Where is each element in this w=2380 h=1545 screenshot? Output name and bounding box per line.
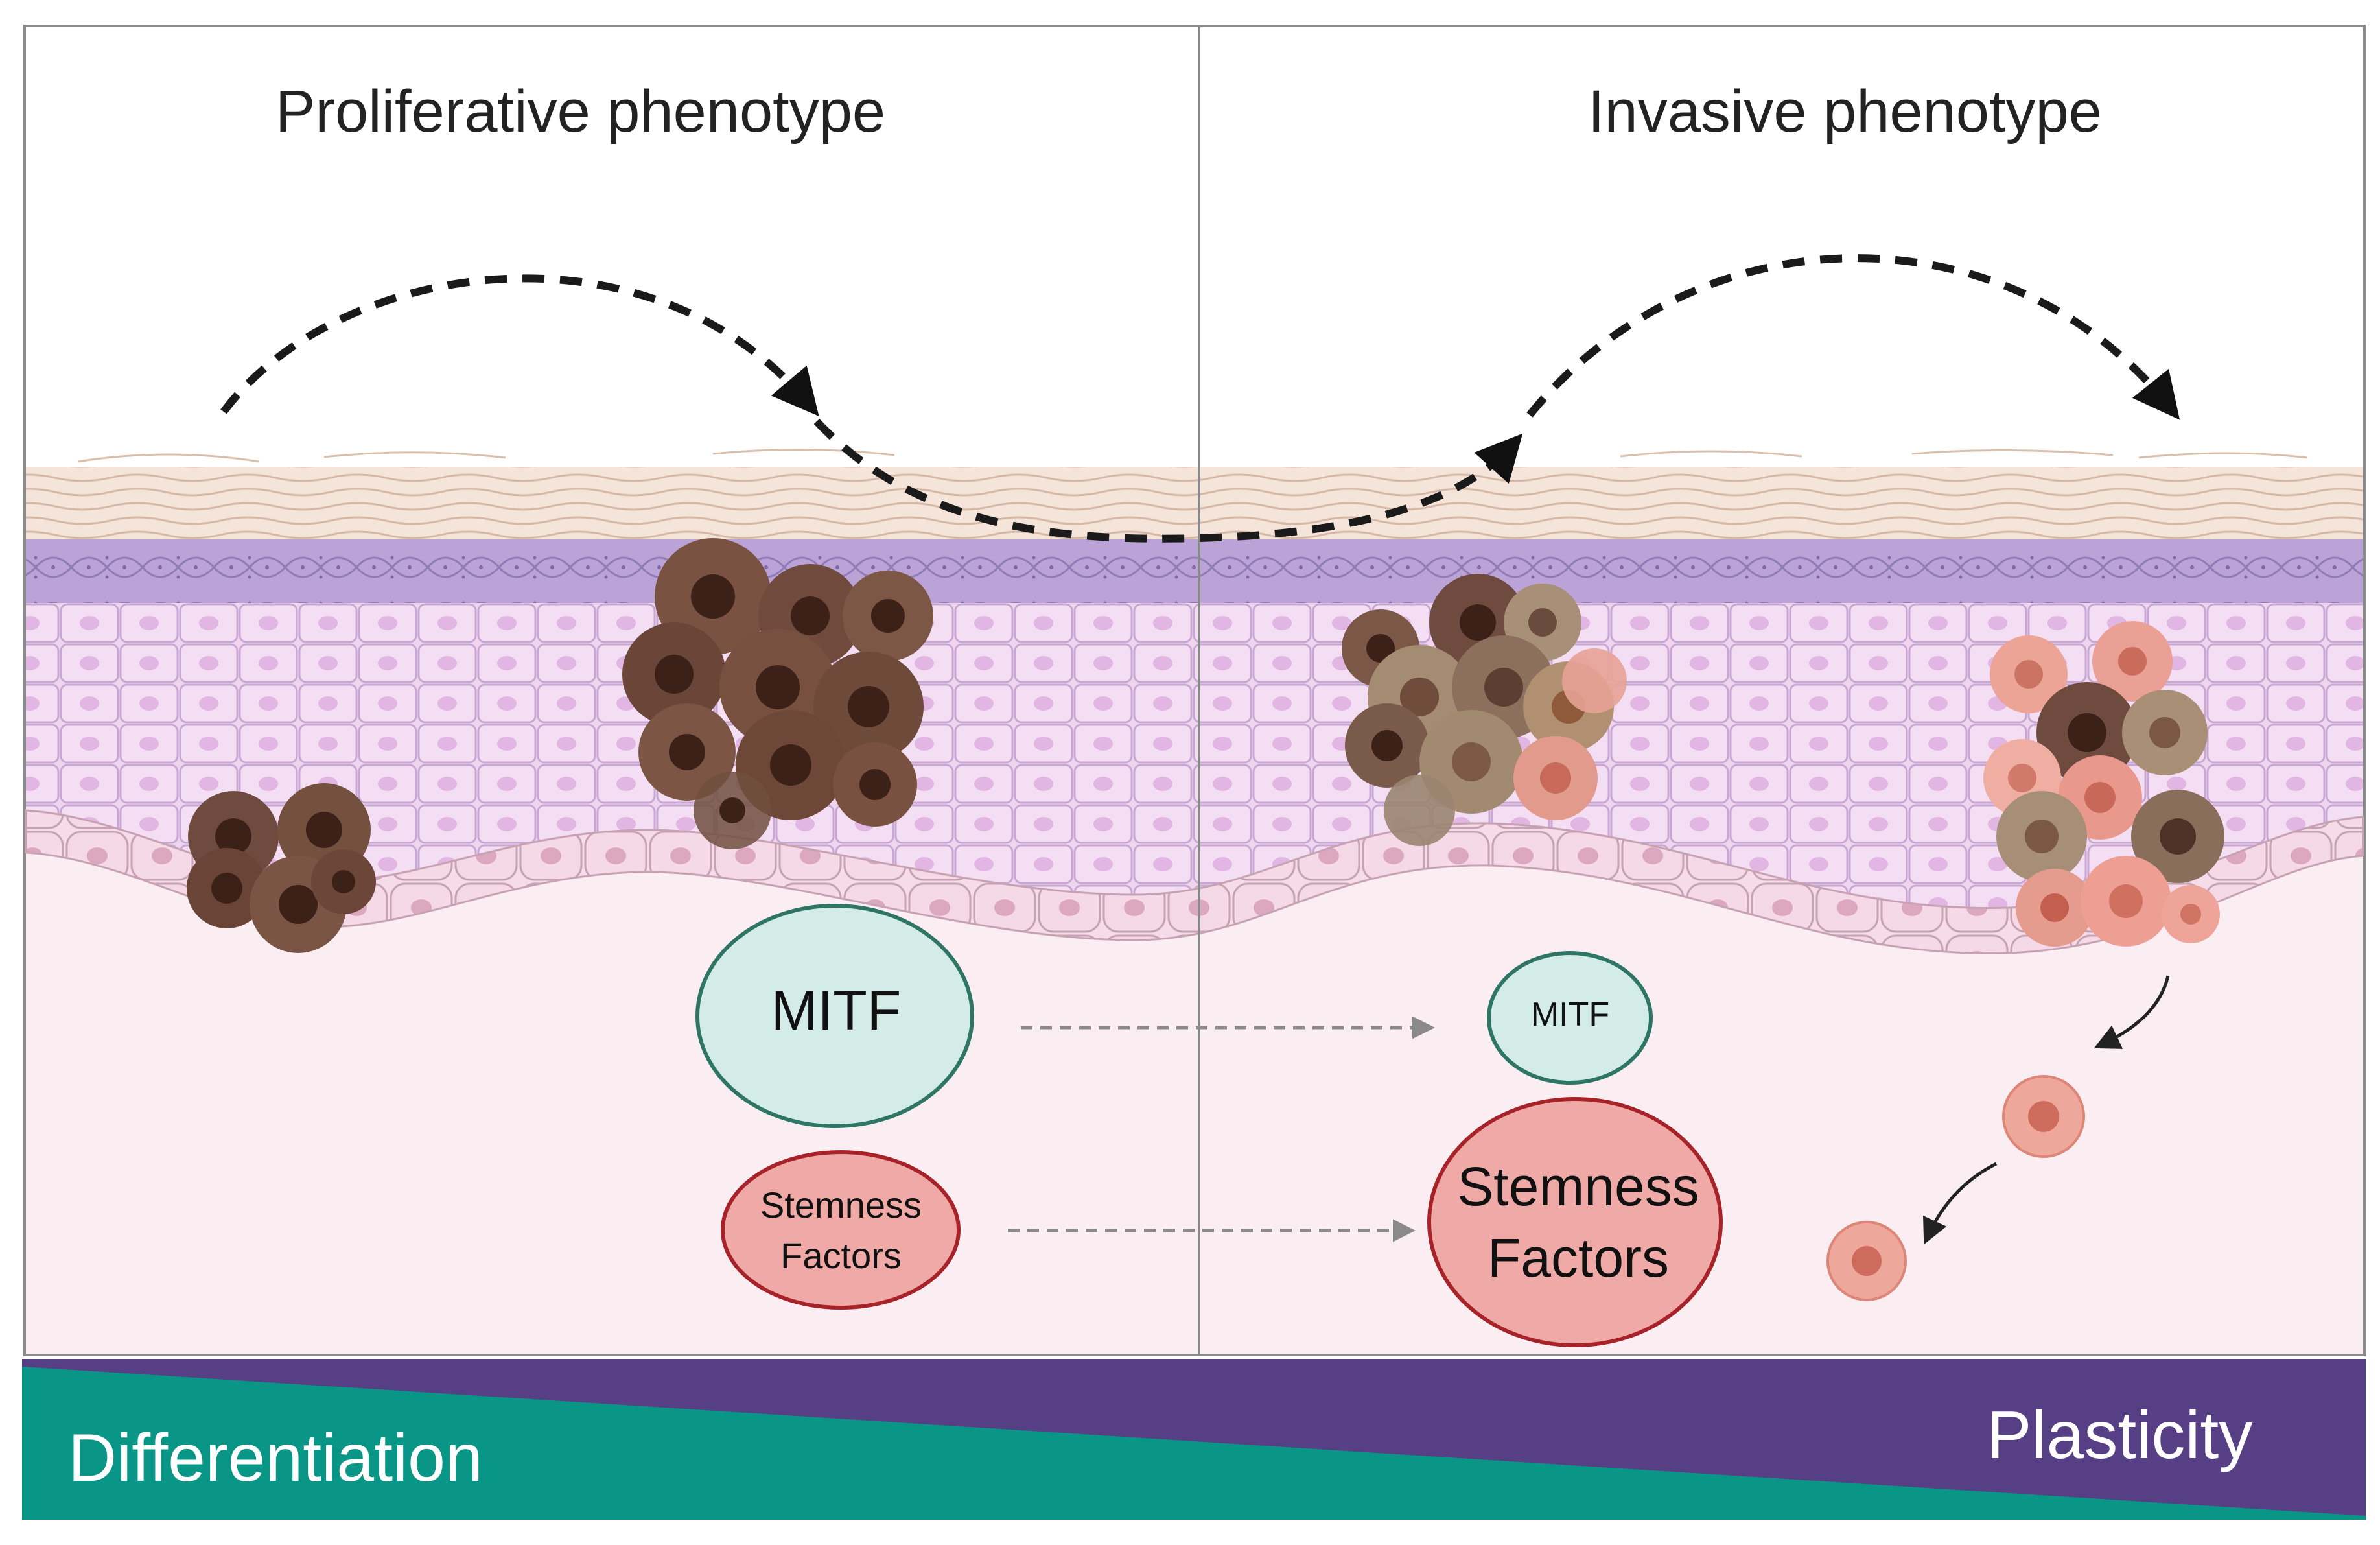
stemness-node-left	[721, 1150, 961, 1310]
circulating-tumor-cell-2	[1826, 1221, 1907, 1301]
corneum-flakes	[77, 448, 2308, 463]
mitf-node-left	[695, 904, 974, 1128]
stemness-node-right	[1427, 1097, 1723, 1347]
differentiation-label: Differentiation	[68, 1421, 483, 1496]
stemness-right-line1: Stemness	[1457, 1156, 1699, 1217]
stemness-right-label: Stemness Factors	[1423, 1151, 1734, 1293]
stemness-left-line2: Factors	[780, 1235, 902, 1276]
stemness-left-label: Stemness Factors	[719, 1180, 962, 1281]
invasive-phenotype-title: Invasive phenotype	[1588, 78, 2102, 145]
mitf-right-label: MITF	[1530, 996, 1610, 1033]
proliferative-tumor-small	[187, 783, 376, 953]
dissemination-arrow-1	[2094, 975, 2170, 1049]
phenotype-switch-arrow-left	[220, 274, 819, 416]
phenotype-switch-curve-bottom	[813, 418, 1523, 543]
mitf-node-right	[1487, 951, 1653, 1085]
skin-tissue	[25, 448, 2364, 1354]
granular-layer	[26, 538, 2363, 603]
mitf-left-label: MITF	[771, 980, 902, 1042]
stratum-corneum	[26, 467, 2363, 539]
differentiation-plasticity-bar	[22, 1359, 2366, 1520]
invasive-tumor-dispersing	[1983, 621, 2224, 947]
invasive-tumor-mixed	[1342, 574, 1627, 846]
proliferative-tumor-large	[622, 538, 933, 849]
stemness-right-line2: Factors	[1487, 1227, 1670, 1288]
proliferative-phenotype-title: Proliferative phenotype	[275, 78, 886, 145]
dissemination-arrow-2	[1923, 1162, 1998, 1245]
plasticity-label: Plasticity	[1987, 1398, 2253, 1473]
stemness-left-line1: Stemness	[760, 1185, 922, 1225]
phenotype-switch-arrow-right	[1526, 254, 2180, 420]
circulating-tumor-cell-1	[2002, 1075, 2085, 1158]
